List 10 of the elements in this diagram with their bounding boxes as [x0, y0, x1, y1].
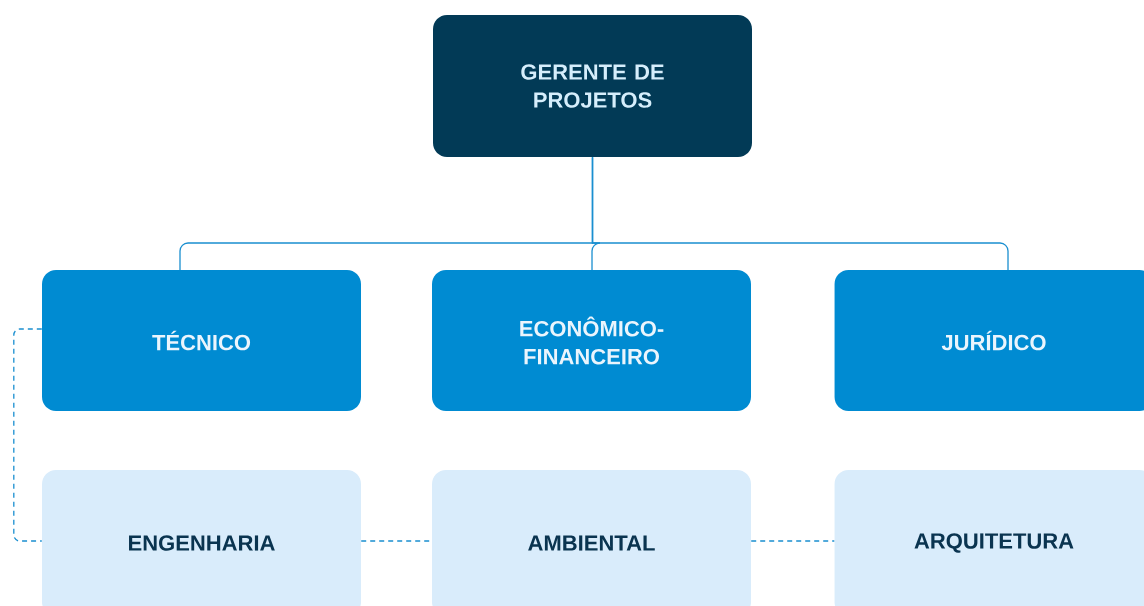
- manager-box: GERENTE DE PROJETOS: [433, 15, 752, 157]
- department-box: JURÍDICO: [834, 270, 1144, 411]
- area-box: AMBIENTAL: [432, 470, 751, 606]
- connector-line: [591, 156, 1009, 271]
- area-box: ENGENHARIA: [42, 470, 361, 606]
- dashed-link: [13, 328, 43, 542]
- area-box: ARQUITETURA: [834, 470, 1144, 606]
- department-box: ECONÔMICO-FINANCEIRO: [432, 270, 751, 411]
- dashed-link: [750, 540, 835, 542]
- department-box: TÉCNICO: [42, 270, 361, 411]
